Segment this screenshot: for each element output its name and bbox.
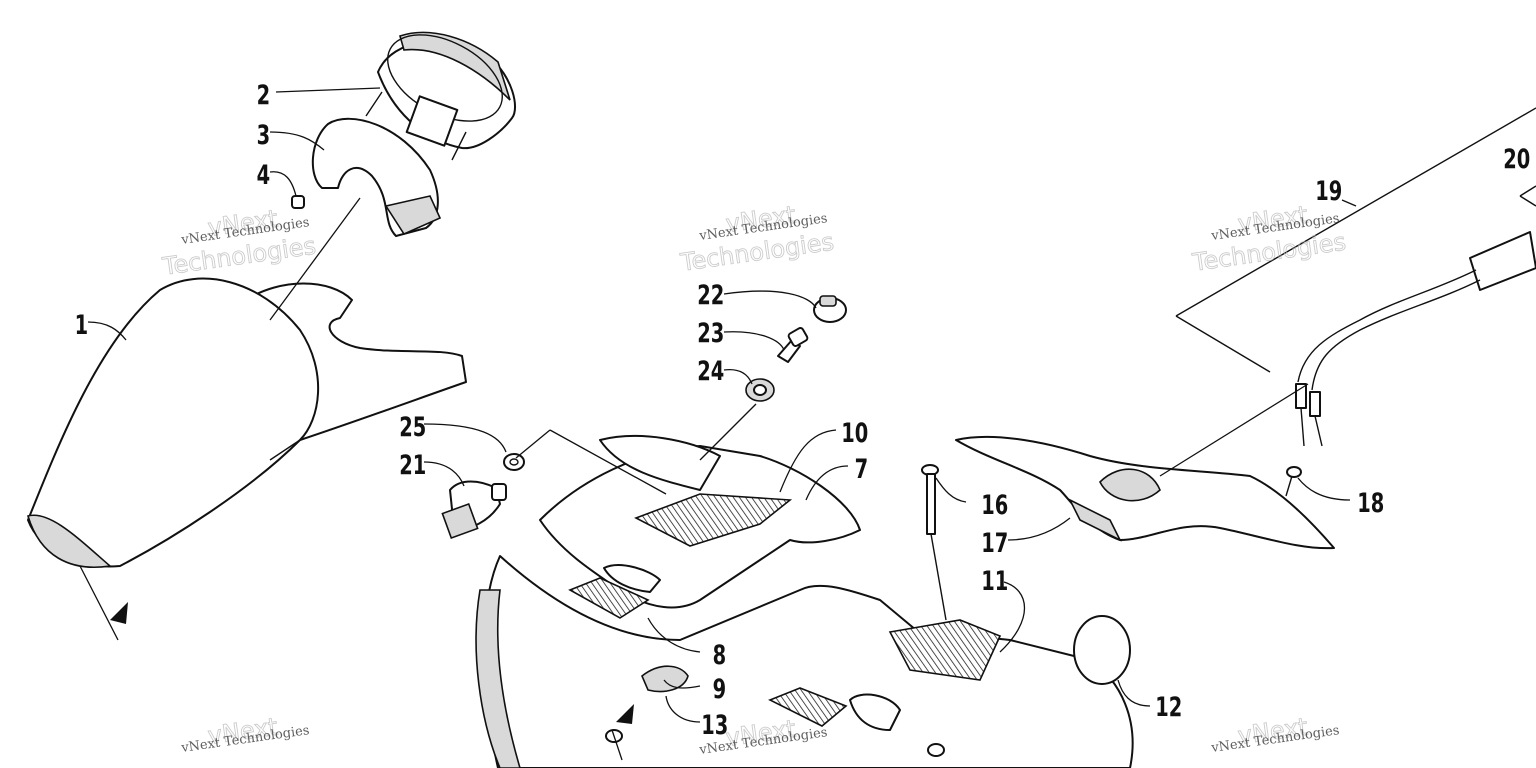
callout-1: 1 [75,309,89,341]
leader-lines [79,87,1357,761]
console-body [475,555,1134,768]
part-24-bezel [745,378,775,402]
watermark-4: vNext vNext Technologies [179,712,310,756]
part-10-decal [634,493,793,547]
callout-10: 10 [841,417,868,449]
callout-25: 25 [399,411,426,443]
part-22-cap [813,295,847,323]
watermark-3: vNext vNext Technologies Technologies [1190,200,1348,277]
callout-4: 4 [257,159,271,191]
direction-arrows [110,602,634,724]
callout-13: 13 [701,709,728,741]
part-7-dash-panel [539,435,861,609]
part-1-hood [26,277,467,568]
callout-9: 9 [713,673,727,705]
part-9-decal [768,687,848,727]
part-18-screw [1285,466,1302,497]
callout-19: 19 [1315,175,1342,207]
part-11-decal [888,619,1002,681]
callout-12: 12 [1155,691,1182,723]
callout-labels: 1 2 3 4 7 8 9 10 11 12 13 16 17 18 19 20… [75,79,1531,741]
part-8-decal [568,577,650,619]
watermark-2: vNext vNext Technologies Technologies [678,200,836,277]
callout-20: 20 [1503,143,1530,175]
callout-3: 3 [257,119,271,151]
part-23-key [777,327,809,363]
callout-23: 23 [697,317,724,349]
part-17-cover [955,435,1335,550]
callout-2: 2 [257,79,271,111]
callout-11: 11 [981,565,1008,597]
part-16-screw [921,464,947,621]
part-12-plug [1073,615,1131,685]
part-25-washer [503,453,525,471]
arrow-center-icon [616,704,634,724]
callout-22: 22 [697,279,724,311]
part-19-cable [1175,107,1536,447]
part-21-switch [441,480,507,540]
arrow-left-icon [110,602,128,624]
callout-17: 17 [981,527,1008,559]
part-4-nut [291,195,305,209]
callout-18: 18 [1357,487,1384,519]
watermark-1: vNext vNext Technologies Technologies [160,204,318,281]
callout-24: 24 [697,355,724,387]
part-13-pad [641,665,689,693]
part-2-gauge [365,31,516,161]
callout-21: 21 [399,449,426,481]
callout-8: 8 [713,639,727,671]
part-3-bracket [311,117,442,237]
callout-7: 7 [855,453,869,485]
callout-16: 16 [981,489,1008,521]
watermark-6: vNext vNext Technologies [1209,712,1340,756]
